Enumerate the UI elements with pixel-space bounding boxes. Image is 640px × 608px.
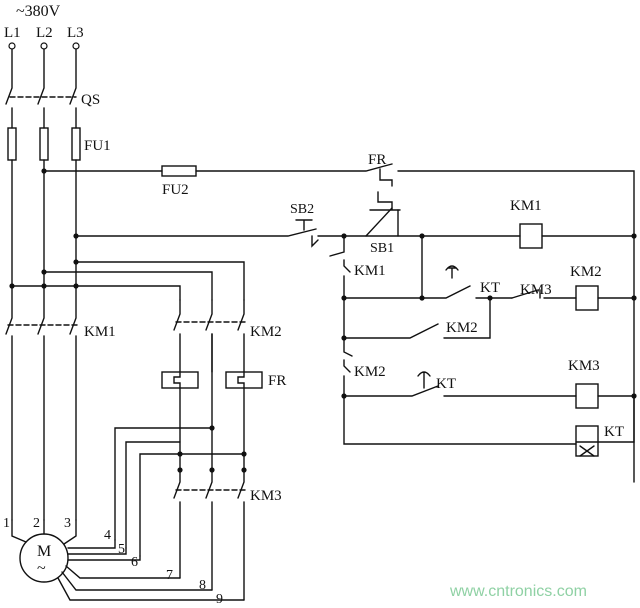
supply-terminals bbox=[8, 42, 80, 50]
motor: M ~ bbox=[19, 533, 69, 583]
phase-l3-line bbox=[69, 48, 81, 521]
km1-main-label: KM1 bbox=[84, 324, 116, 340]
terminal-label-1: 1 bbox=[3, 516, 10, 531]
phase-l1-line bbox=[5, 48, 17, 521]
terminal-label-8: 8 bbox=[199, 578, 206, 593]
watermark: www.cntronics.com bbox=[449, 583, 587, 600]
fu2-label: FU2 bbox=[162, 182, 189, 198]
km2-coil bbox=[575, 285, 599, 311]
sb1-button bbox=[365, 191, 401, 237]
km2-nc-label: KM2 bbox=[354, 364, 386, 380]
terminal-label-4: 4 bbox=[104, 528, 111, 543]
km2-feed-wires bbox=[11, 261, 245, 301]
kt-timing-contact bbox=[343, 235, 513, 299]
km2-coil-label: KM2 bbox=[570, 264, 602, 280]
terminal-label-9: 9 bbox=[216, 592, 223, 607]
km1-coil-label: KM1 bbox=[510, 198, 542, 214]
km2-no-contact bbox=[343, 297, 491, 339]
km3-coil bbox=[575, 383, 599, 409]
km2-main-label: KM2 bbox=[250, 324, 282, 340]
control-supply-rail bbox=[75, 228, 521, 248]
km3-contact-label: KM3 bbox=[520, 282, 552, 298]
sb2-button bbox=[295, 219, 313, 231]
fr-main-label: FR bbox=[268, 373, 286, 389]
terminal-label-7: 7 bbox=[166, 568, 173, 583]
motor-ac-symbol: ~ bbox=[37, 560, 46, 577]
motor-leads bbox=[11, 519, 245, 601]
sb2-label: SB2 bbox=[290, 202, 314, 217]
phase-label-l2: L2 bbox=[36, 25, 53, 41]
km2-main-contacts bbox=[173, 299, 247, 373]
fu1-label: FU1 bbox=[84, 138, 111, 154]
km1-coil bbox=[519, 223, 543, 249]
km1-aux-label: KM1 bbox=[354, 263, 386, 279]
terminal-label-3: 3 bbox=[64, 516, 71, 531]
km3-main-contacts bbox=[173, 467, 247, 601]
km1-aux-contact bbox=[329, 235, 351, 299]
fr-ctrl-label: FR bbox=[368, 152, 386, 168]
supply-voltage-label: ~380V bbox=[16, 3, 61, 20]
terminal-label-2: 2 bbox=[33, 516, 40, 531]
phase-label-l1: L1 bbox=[4, 25, 21, 41]
km3-coil-label: KM3 bbox=[568, 358, 600, 374]
fu2-rail bbox=[43, 163, 635, 483]
kt-contact2-label: KT bbox=[436, 376, 456, 392]
km2-no-label: KM2 bbox=[446, 320, 478, 336]
kt-coil bbox=[343, 395, 635, 457]
delta-wiring bbox=[114, 425, 247, 557]
kt-coil-label: KT bbox=[604, 424, 624, 440]
phase-l2-line bbox=[37, 48, 49, 521]
motor-label: M bbox=[37, 543, 51, 560]
terminal-label-6: 6 bbox=[131, 555, 138, 570]
kt-no-contact bbox=[343, 371, 577, 397]
terminal-label-5: 5 bbox=[118, 542, 125, 557]
km3-nc-contact bbox=[511, 289, 577, 299]
km3-main-label: KM3 bbox=[250, 488, 282, 504]
kt-contact-label: KT bbox=[480, 280, 500, 296]
km2-nc-contact bbox=[343, 337, 353, 397]
phase-label-l3: L3 bbox=[67, 25, 84, 41]
sb1-label: SB1 bbox=[370, 241, 394, 256]
qs-label: QS bbox=[81, 92, 100, 108]
